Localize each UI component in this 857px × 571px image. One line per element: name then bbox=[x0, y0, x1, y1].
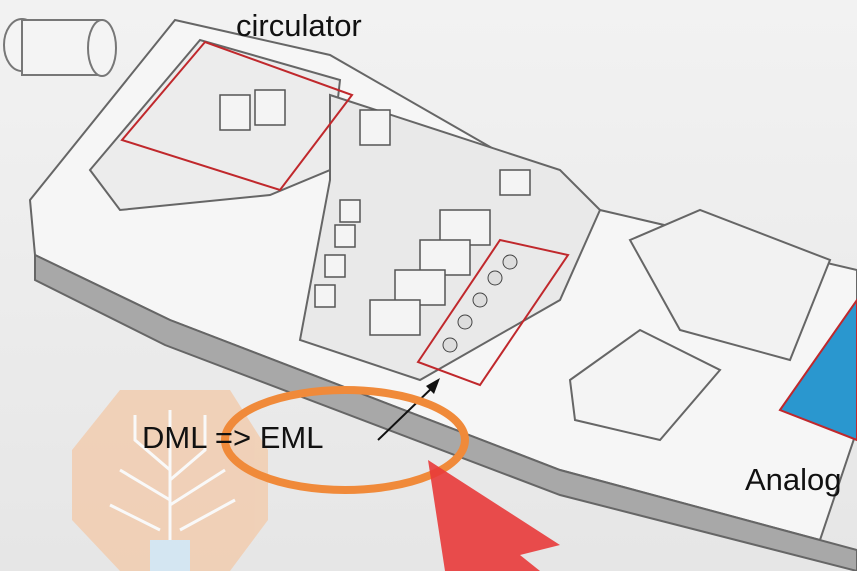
annotation-ellipse bbox=[221, 386, 469, 494]
circulator-label: circulator bbox=[236, 8, 362, 43]
circulator-highlight-box bbox=[120, 40, 354, 192]
logo-icon bbox=[72, 390, 268, 571]
laser-array bbox=[442, 254, 518, 353]
annotation-arrow bbox=[377, 384, 436, 441]
dml-eml-label: DML => EML bbox=[142, 420, 324, 455]
eml-highlight-box bbox=[416, 238, 570, 387]
arrow-head-icon bbox=[426, 378, 440, 394]
fiber-connector bbox=[3, 18, 117, 77]
analog-label: Analog bbox=[745, 462, 842, 497]
cursor-arrow-icon bbox=[428, 460, 560, 571]
components bbox=[219, 89, 531, 336]
